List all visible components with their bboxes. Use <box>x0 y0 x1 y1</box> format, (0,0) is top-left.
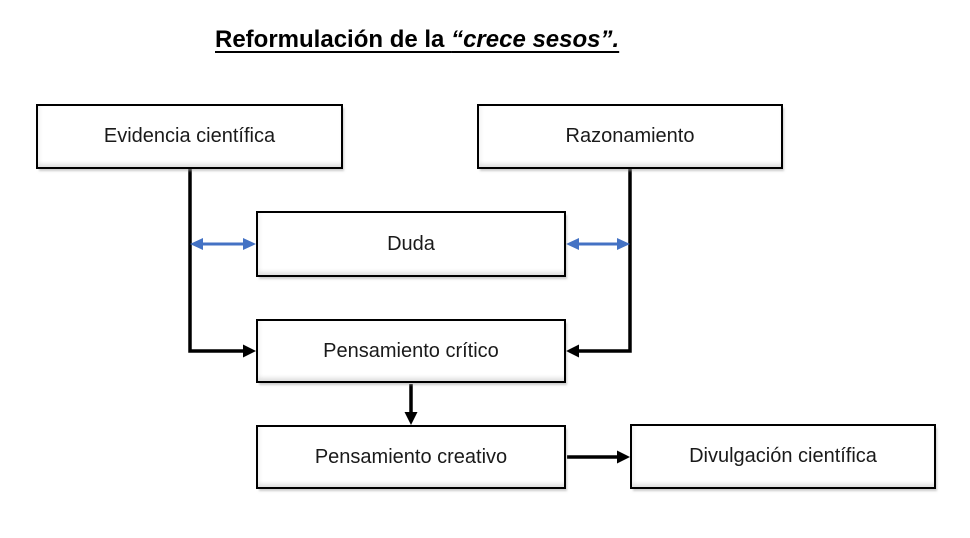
diagram-title: Reformulación de la “crece sesos”. <box>215 26 619 54</box>
node-razonamiento: Razonamiento <box>477 104 783 169</box>
node-label: Divulgación científica <box>689 445 877 467</box>
node-label: Duda <box>387 232 435 255</box>
node-pensamiento-critico: Pensamiento crítico <box>256 319 566 383</box>
edge-critico-to-creativo <box>404 384 418 425</box>
node-divulgacion-cientifica: Divulgación científica <box>630 424 936 489</box>
diagram-title-italic: “crece sesos”. <box>451 26 620 53</box>
edge-evidencia-to-critico <box>188 169 256 358</box>
edge-duda-razonamiento-double-arrow <box>566 238 630 250</box>
diagram-title-regular: Reformulación de la <box>215 26 452 53</box>
edge-razonamiento-to-critico <box>566 169 632 358</box>
node-label: Evidencia científica <box>103 125 276 147</box>
edge-creativo-to-divulgacion <box>567 450 630 464</box>
node-label: Pensamiento creativo <box>314 445 508 468</box>
node-evidencia-cientifica: Evidencia científica <box>36 104 343 169</box>
node-label: Razonamiento <box>565 125 695 147</box>
edge-duda-evidencia-double-arrow <box>190 238 256 250</box>
node-label: Pensamiento crítico <box>323 339 499 362</box>
node-duda: Duda <box>256 211 566 277</box>
node-pensamiento-creativo: Pensamiento creativo <box>256 425 566 489</box>
